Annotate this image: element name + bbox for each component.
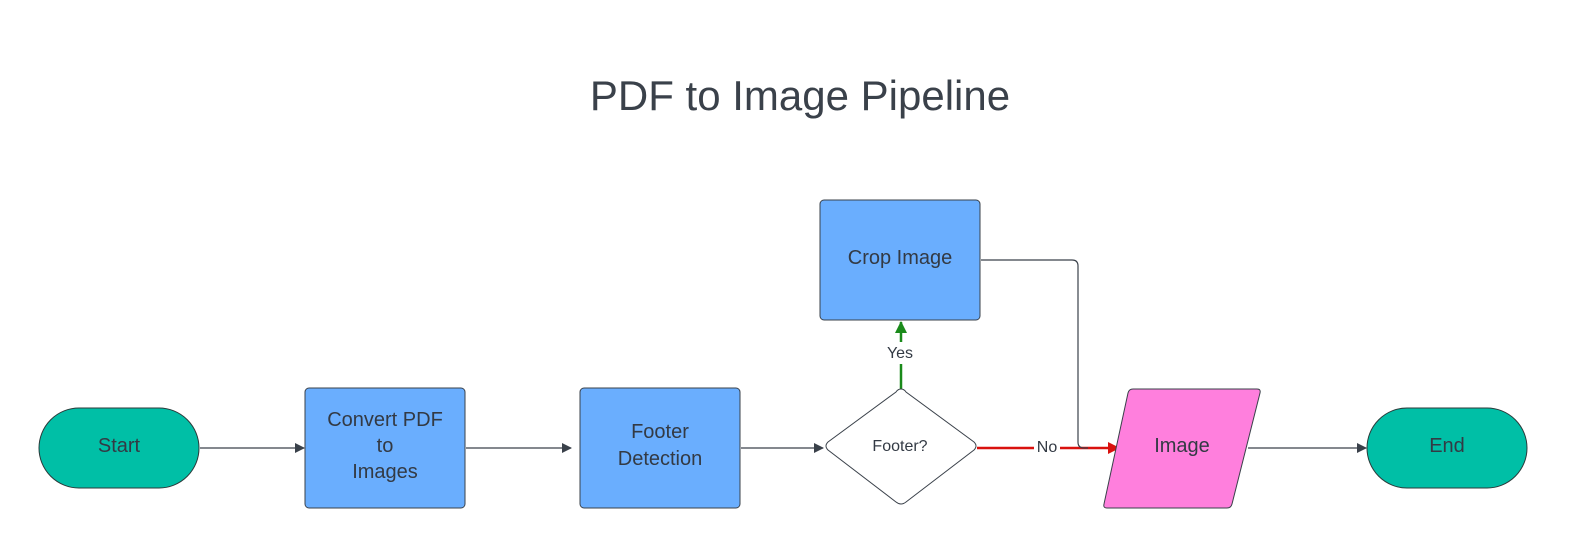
crop-image-process-shape: [819, 199, 981, 321]
convert-label-line2: to: [377, 435, 394, 457]
footer-detection-label-line1: Footer: [631, 421, 689, 443]
node-start: Start: [38, 407, 200, 489]
edge-yes-label-bg: [882, 342, 920, 364]
start-terminal-shape: [38, 407, 200, 489]
node-decision-footer: Footer?: [825, 388, 977, 505]
edge-no-label: No: [1037, 439, 1058, 456]
node-convert-pdf: Convert PDF to Images: [304, 387, 466, 509]
footer-detection-process-shape: [579, 387, 741, 509]
convert-label-line3: Images: [352, 461, 418, 483]
start-label: Start: [98, 435, 141, 457]
decision-diamond-shape: [825, 388, 977, 505]
convert-process-shape: [304, 387, 466, 509]
crop-image-label: Crop Image: [848, 247, 953, 269]
image-label: Image: [1154, 435, 1210, 457]
edge-no-label-bg: [1034, 438, 1060, 458]
footer-detection-label-line2: Detection: [618, 448, 703, 470]
decision-label: Footer?: [872, 438, 927, 455]
end-label: End: [1429, 435, 1465, 457]
edges: Yes No: [200, 259, 1367, 458]
convert-label-line1: Convert PDF: [327, 409, 443, 431]
end-terminal-shape: [1366, 407, 1528, 489]
node-crop-image: Crop Image: [819, 199, 981, 321]
node-footer-detection: Footer Detection: [579, 387, 741, 509]
image-io-parallelogram-shape: [1103, 388, 1261, 509]
node-end: End: [1366, 407, 1528, 489]
diagram-title: PDF to Image Pipeline: [590, 72, 1010, 119]
edge-yes-label: Yes: [887, 345, 913, 362]
node-image: Image: [1103, 388, 1261, 509]
edge-crop-to-image: [981, 259, 1088, 449]
